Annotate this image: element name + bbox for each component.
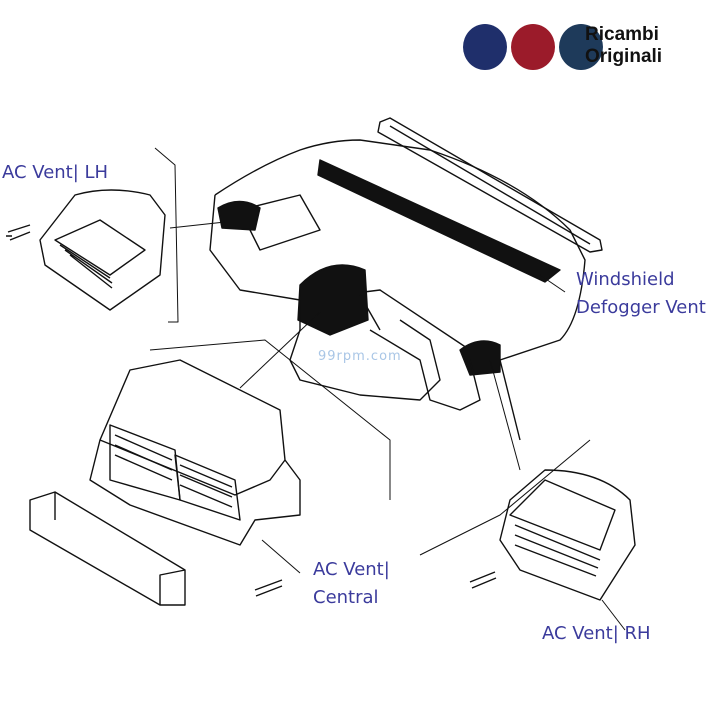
- label-ac-vent-lh: AC Vent| LH: [2, 162, 109, 183]
- ac-vent-central-part: [29, 359, 301, 606]
- label-ac-vent-rh: AC Vent| RH: [542, 623, 651, 644]
- alfa-romeo-logo: [559, 24, 603, 70]
- fiat-logo: [511, 24, 555, 70]
- defogger-vent-part: [377, 117, 603, 253]
- ac-vent-rh-part: [469, 469, 636, 601]
- brand-title-line2: Originali: [585, 46, 663, 67]
- brand-title: Ricambi Originali: [585, 24, 662, 68]
- label-defogger-vent: Defogger Vent: [576, 297, 706, 318]
- label-central: Central: [313, 587, 379, 608]
- dashboard-part: [209, 139, 586, 441]
- label-ac-vent-central: AC Vent|: [313, 559, 390, 580]
- ac-vent-lh-part: [6, 189, 166, 311]
- brand-header: Ricambi Originali: [463, 22, 717, 78]
- label-windshield: Windshield: [576, 269, 675, 290]
- brand-title-line1: Ricambi: [585, 24, 659, 45]
- watermark: 99rpm.com: [318, 349, 402, 364]
- lancia-logo: [463, 24, 507, 70]
- leader-lines: [149, 147, 626, 631]
